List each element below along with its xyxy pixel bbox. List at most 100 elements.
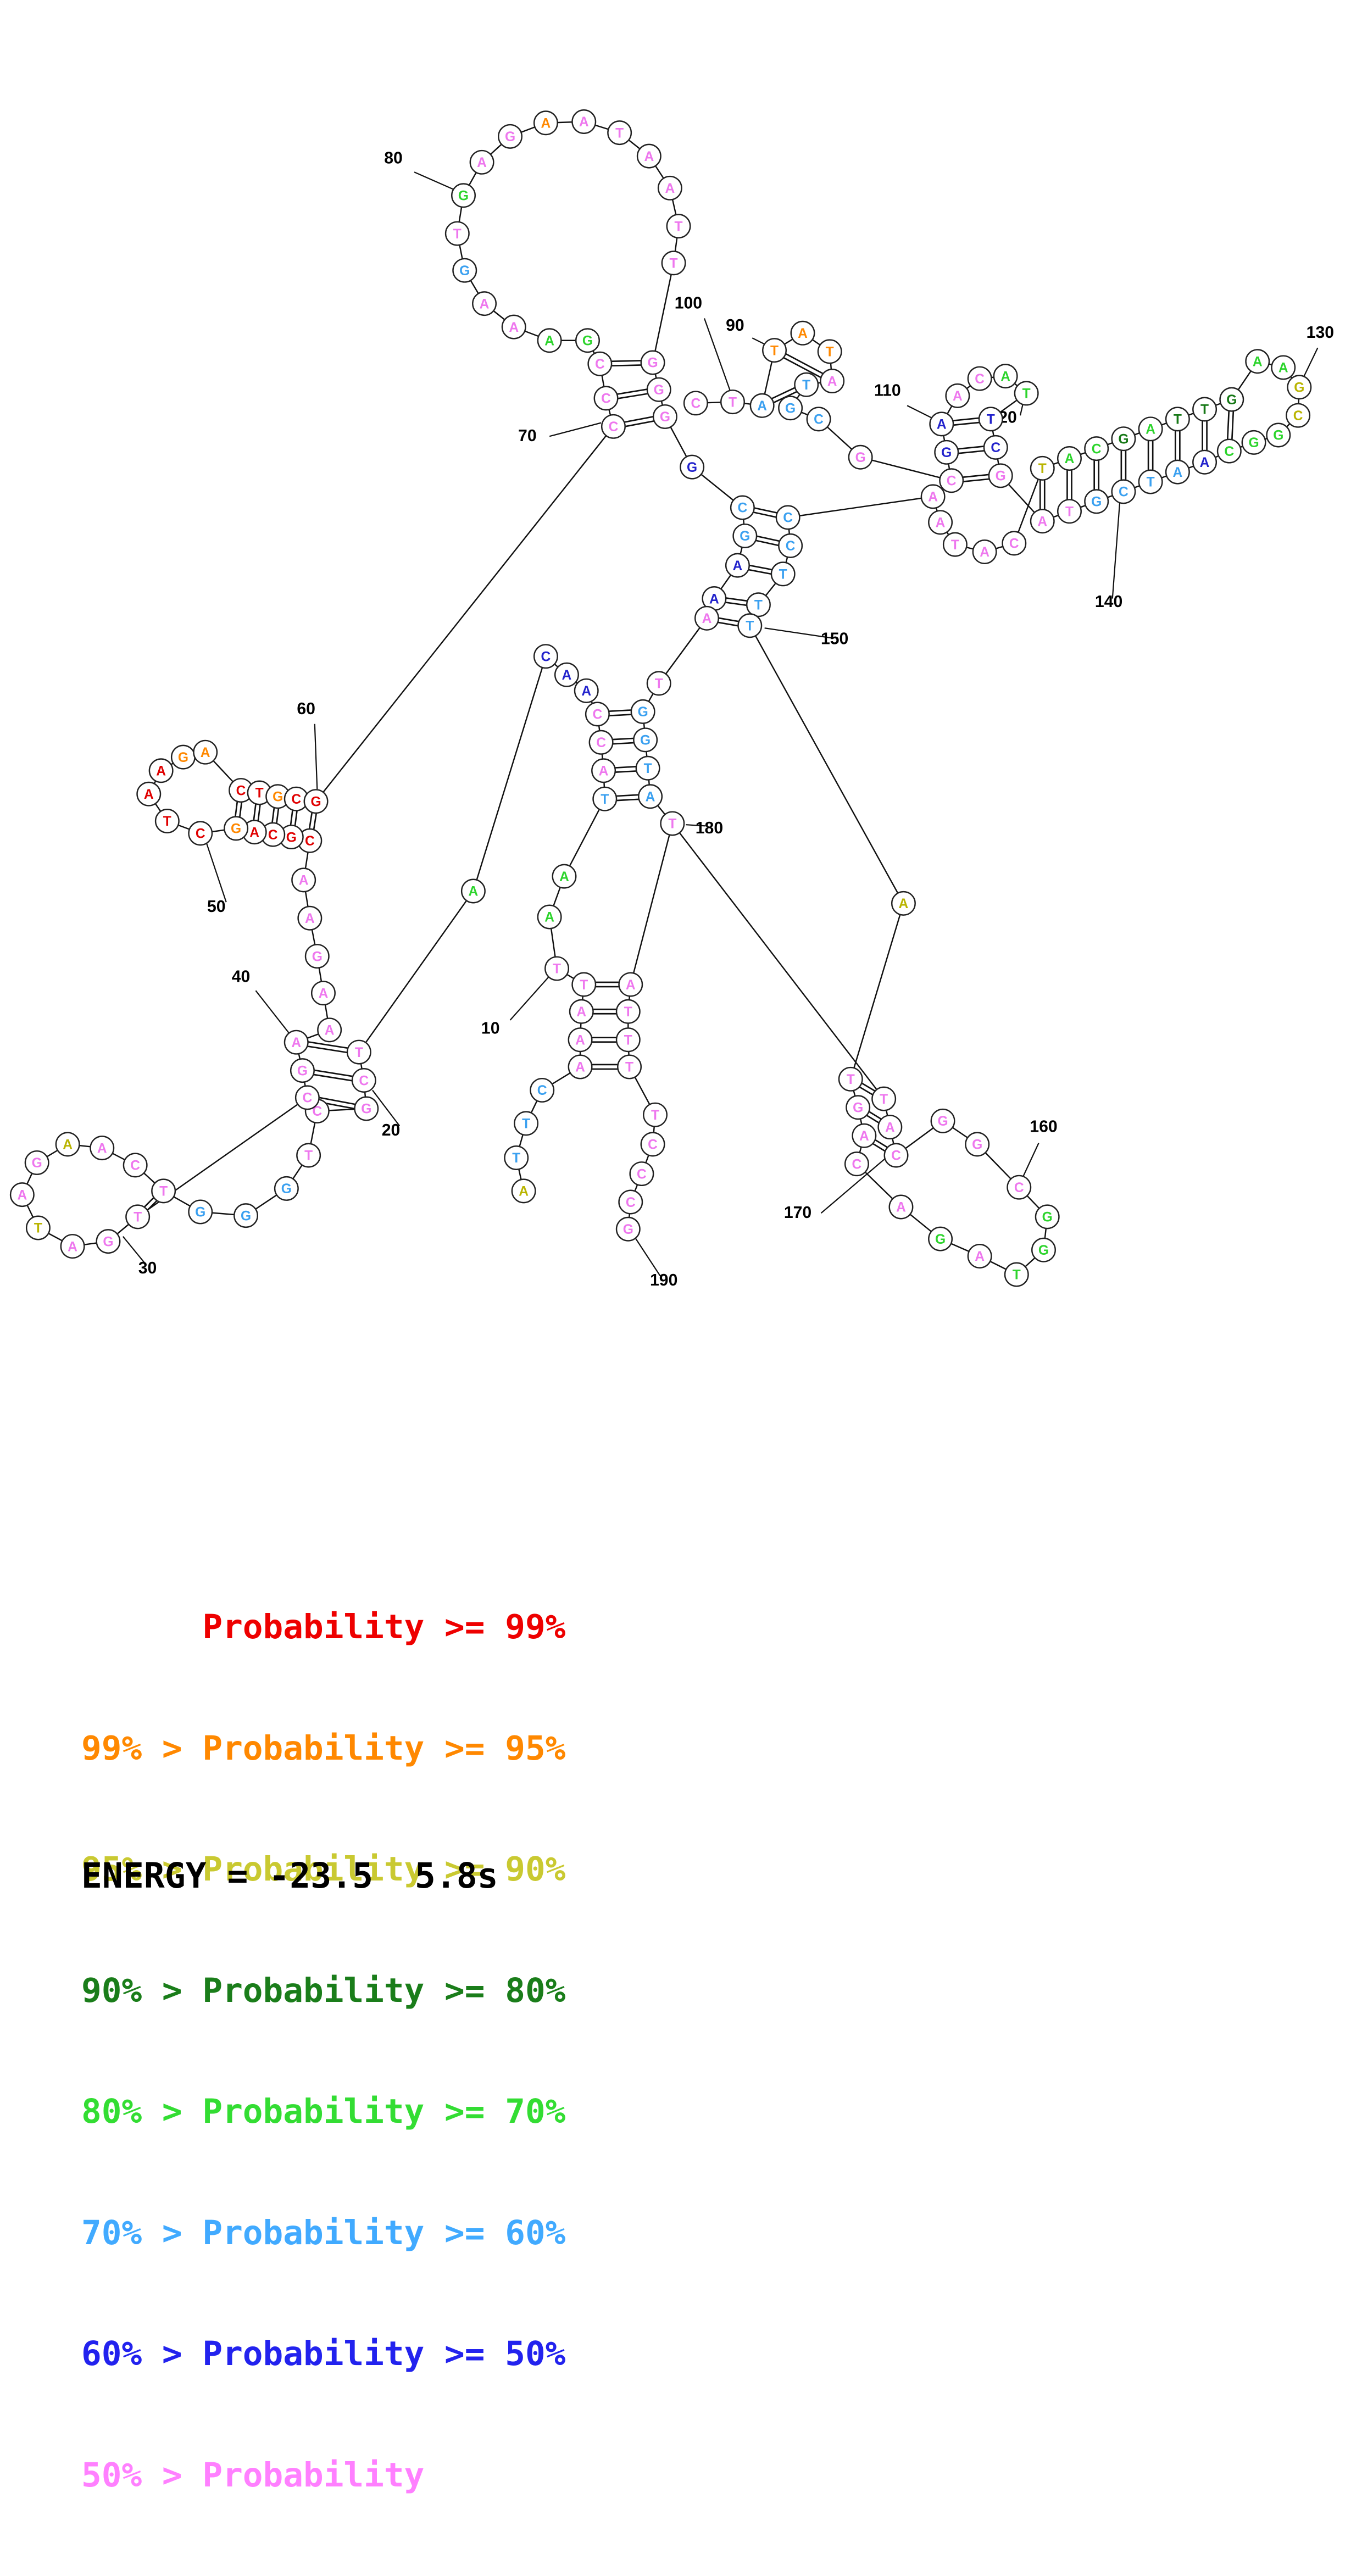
nucleotide-circle (24, 1150, 49, 1175)
nucleotide-letter: A (798, 326, 808, 341)
nucleotide: A (568, 1054, 593, 1080)
nucleotide-letter: G (241, 1209, 251, 1223)
nucleotide-circle (635, 755, 660, 781)
nucleotide-circle (930, 1108, 955, 1133)
nucleotide: C (683, 391, 708, 416)
nucleotide-circle (444, 221, 470, 246)
nucleotide: G (848, 444, 873, 470)
nucleotide-circle (571, 972, 597, 997)
nucleotide-letter: G (310, 794, 321, 809)
nucleotide: T (1165, 407, 1190, 432)
nucleotide: A (148, 758, 174, 783)
nucleotide-letter: G (281, 1182, 292, 1197)
nucleotide: T (1014, 381, 1039, 406)
nucleotide: T (296, 1143, 321, 1168)
nucleotide-circle (504, 1145, 529, 1170)
probability-legend: Probability >= 99% 99% > Probability >= … (81, 1526, 565, 2576)
nucleotide: T (151, 1178, 176, 1204)
nucleotide: A (297, 905, 323, 931)
nucleotide: A (568, 1027, 593, 1053)
nucleotide: C (229, 778, 254, 803)
nucleotide-circle (660, 811, 685, 836)
nucleotide-circle (472, 291, 497, 316)
nucleotide-circle (1004, 1262, 1029, 1287)
nucleotide: G (778, 396, 803, 421)
nucleotide-circle (790, 320, 815, 346)
nucleotide: G (170, 744, 196, 770)
nucleotide-letter: A (733, 559, 743, 574)
nucleotide-circle (638, 784, 663, 809)
nucleotide-letter: G (1294, 380, 1304, 395)
nucleotide: T (666, 214, 691, 239)
nucleotide-letter: C (947, 474, 957, 488)
nucleotide-circle (848, 444, 873, 470)
nucleotide-letter: A (509, 320, 519, 335)
nucleotide-circle (725, 553, 750, 578)
nucleotide-circle (778, 533, 803, 558)
position-label: 160 (1030, 1118, 1057, 1136)
nucleotide: G (1084, 489, 1109, 514)
nucleotide-circle (460, 878, 486, 904)
nucleotide: T (504, 1145, 529, 1170)
nucleotide: G (188, 1199, 213, 1225)
nucleotide: G (930, 1108, 955, 1133)
nucleotide-circle (1245, 349, 1270, 374)
nucleotide: T (1057, 499, 1082, 524)
nucleotide: A (9, 1182, 35, 1208)
nucleotide-letter: A (299, 873, 309, 888)
nucleotide-letter: A (1278, 361, 1288, 376)
nucleotide-letter: T (163, 814, 171, 829)
nucleotide: T (25, 1215, 51, 1240)
nucleotide-letter: C (541, 649, 551, 664)
nucleotide-letter: T (1038, 461, 1047, 476)
nucleotide-circle (643, 1102, 668, 1127)
nucleotide-letter: T (512, 1151, 520, 1166)
nucleotide-circle (1030, 509, 1055, 534)
nucleotide-letter: C (537, 1083, 547, 1098)
nucleotide-letter: A (665, 181, 675, 196)
nucleotide-letter: A (68, 1239, 77, 1254)
nucleotide-circle (1286, 403, 1311, 428)
nucleotide-circle (591, 758, 616, 783)
nucleotide-circle (617, 1054, 642, 1080)
nucleotide-circle (193, 739, 218, 765)
nucleotide-circle (806, 407, 831, 432)
nucleotide: C (587, 351, 613, 376)
nucleotide: C (983, 435, 1008, 460)
nucleotide-letter: A (1065, 452, 1075, 466)
nucleotide-circle (1216, 438, 1242, 464)
nucleotide-letter: A (1000, 369, 1010, 384)
nucleotide-letter: A (581, 684, 591, 699)
nucleotide-letter: G (103, 1234, 113, 1249)
nucleotide-letter: A (1172, 465, 1182, 480)
nucleotide: G (928, 1226, 953, 1251)
nucleotide-letter: G (660, 410, 670, 425)
nucleotide-letter: T (1065, 504, 1074, 519)
nucleotide-letter: A (646, 789, 655, 804)
nucleotide-letter: G (195, 1205, 205, 1220)
nucleotide-circle (123, 1153, 148, 1178)
nucleotide-letter: A (291, 1036, 301, 1050)
nucleotide-circle (125, 1204, 151, 1229)
nucleotide: C (1216, 438, 1242, 464)
legend-row: 95% > Probability >= 90% (81, 1850, 566, 1889)
nucleotide-circle (452, 258, 477, 283)
nucleotide-letter: G (312, 949, 323, 964)
nucleotide-letter: C (1014, 1181, 1024, 1195)
nucleotide-circle (618, 972, 643, 997)
nucleotide-circle (530, 1077, 555, 1103)
nucleotide: C (351, 1068, 376, 1093)
nucleotide: G (652, 404, 677, 429)
nucleotide-letter: C (1009, 537, 1019, 552)
nucleotide-letter: T (670, 256, 678, 271)
nucleotide-circle (607, 120, 632, 146)
nucleotide-letter: T (255, 786, 264, 801)
nucleotide: T (1138, 469, 1163, 494)
nucleotide-circle (537, 328, 562, 353)
nucleotide-letter: T (601, 792, 609, 807)
nucleotide-letter: T (34, 1221, 42, 1236)
nucleotide: A (638, 784, 663, 809)
nucleotide-letter: G (1248, 436, 1259, 450)
nucleotide-letter: C (783, 511, 793, 526)
nucleotide: A (591, 758, 616, 783)
